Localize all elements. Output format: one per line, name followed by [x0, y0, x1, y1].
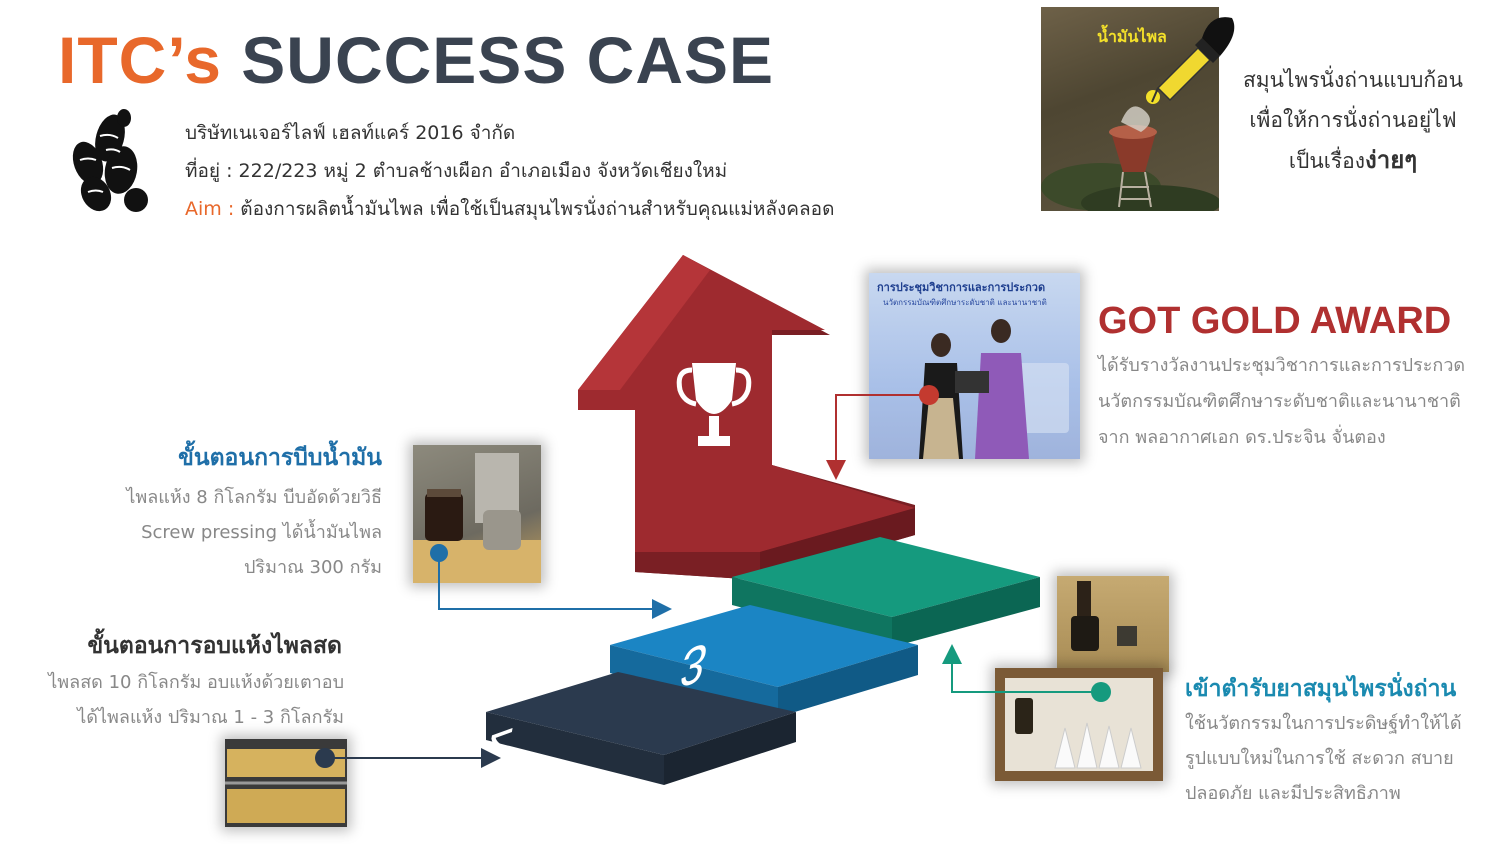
- award-banner-line2: นวัตกรรมบัณฑิตศึกษาระดับชาติ และนานาชาติ: [883, 298, 1047, 307]
- charcoal-caption-line1: สมุนไพรนั่งถ่านแบบก้อน: [1242, 68, 1464, 92]
- charcoal-caption-emph: ง่ายๆ: [1365, 146, 1418, 174]
- award-line-2: นวัตกรรมบัณฑิตศึกษาระดับชาติและนานาชาติ: [1098, 391, 1461, 412]
- step-3: [732, 537, 1040, 617]
- step-2: [610, 605, 918, 687]
- charcoal-caption: สมุนไพรนั่งถ่านแบบก้อน เพื่อให้การนั่งถ่…: [1228, 60, 1478, 181]
- company-address: ที่อยู่ : 222/223 หมู่ 2 ตำบลช้างเผือก อ…: [185, 160, 728, 182]
- trophy-icon: [676, 363, 752, 446]
- press-line-1: ไพลแห้ง 8 กิโลกรัม บีบอัดด้วยวิธี: [126, 487, 382, 508]
- dropper-icon: [1151, 17, 1235, 103]
- ginger-icon: [72, 109, 148, 212]
- press-connector: [430, 544, 672, 619]
- formula-description: ใช้นวัตกรรมในการประดิษฐ์ทำให้ได้ รูปแบบใ…: [1185, 706, 1462, 811]
- oil-label: น้ำมันไพล: [1097, 27, 1167, 46]
- dry-description: ไพลสด 10 กิโลกรัม อบแห้งด้วยเตาอบ ได้ไพล…: [48, 665, 344, 735]
- step-1: [486, 672, 796, 755]
- press-heading: ขั้นตอนการบีบน้ำมัน: [178, 445, 382, 471]
- award-line-1: ได้รับรางวัลงานประชุมวิชาการและการประกวด: [1098, 355, 1466, 376]
- dry-heading: ขั้นตอนการอบแห้งไพลสด: [87, 633, 342, 659]
- formula-line-1: ใช้นวัตกรรมในการประดิษฐ์ทำให้ได้: [1185, 713, 1462, 734]
- charcoal-caption-line3: เป็นเรื่องง่ายๆ: [1228, 140, 1478, 181]
- press-photo: [413, 445, 541, 583]
- success-stairs-graphic: 1 2 3: [481, 255, 1040, 786]
- formula-connector: [942, 644, 1111, 702]
- charcoal-caption-prefix: เป็นเรื่อง: [1288, 149, 1366, 173]
- formula-line-2: รูปแบบใหม่ในการใช้ สะดวก สบาย: [1185, 748, 1454, 769]
- product-photo-box: [995, 668, 1163, 781]
- press-line-2: Screw pressing ได้น้ำมันไพล: [141, 522, 382, 543]
- formula-line-3: ปลอดภัย และมีประสิทธิภาพ: [1185, 783, 1401, 804]
- page-title: ITC’s SUCCESS CASE: [58, 22, 774, 98]
- award-photo: การประชุมวิชาการและการประกวด นวัตกรรมบัณ…: [869, 273, 1080, 459]
- company-aim: Aim : ต้องการผลิตน้ำมันไพล เพื่อใช้เป็นส…: [185, 194, 834, 224]
- product-photo-top: [1057, 576, 1169, 672]
- charcoal-caption-line2: เพื่อให้การนั่งถ่านอยู่ไฟ: [1249, 108, 1457, 132]
- title-itc: ITC’s: [58, 23, 222, 97]
- company-name: บริษัทเนเจอร์ไลฟ์ เฮลท์แคร์ 2016 จำกัด: [185, 122, 516, 144]
- award-title: GOT GOLD AWARD: [1098, 300, 1452, 342]
- dry-connector: [315, 748, 501, 768]
- award-banner-line1: การประชุมวิชาการและการประกวด: [877, 281, 1045, 295]
- award-line-3: จาก พลอากาศเอก ดร.ประจิน จั่นตอง: [1098, 427, 1386, 448]
- title-success-case: SUCCESS CASE: [241, 23, 775, 97]
- aim-text: ต้องการผลิตน้ำมันไพล เพื่อใช้เป็นสมุนไพร…: [240, 198, 835, 220]
- press-line-3: ปริมาณ 300 กรัม: [244, 557, 382, 578]
- dry-line-2: ได้ไพลแห้ง ปริมาณ 1 - 3 กิโลกรัม: [77, 707, 344, 728]
- award-description: ได้รับรางวัลงานประชุมวิชาการและการประกวด…: [1098, 348, 1465, 456]
- herbal-charcoal-photo: [1041, 7, 1219, 211]
- aim-label: Aim :: [185, 198, 235, 220]
- dry-line-1: ไพลสด 10 กิโลกรัม อบแห้งด้วยเตาอบ: [48, 672, 344, 693]
- formula-heading: เข้าตำรับยาสมุนไพรนั่งถ่าน: [1185, 676, 1457, 702]
- award-connector: [826, 385, 939, 480]
- press-description: ไพลแห้ง 8 กิโลกรัม บีบอัดด้วยวิธี Screw …: [126, 480, 382, 585]
